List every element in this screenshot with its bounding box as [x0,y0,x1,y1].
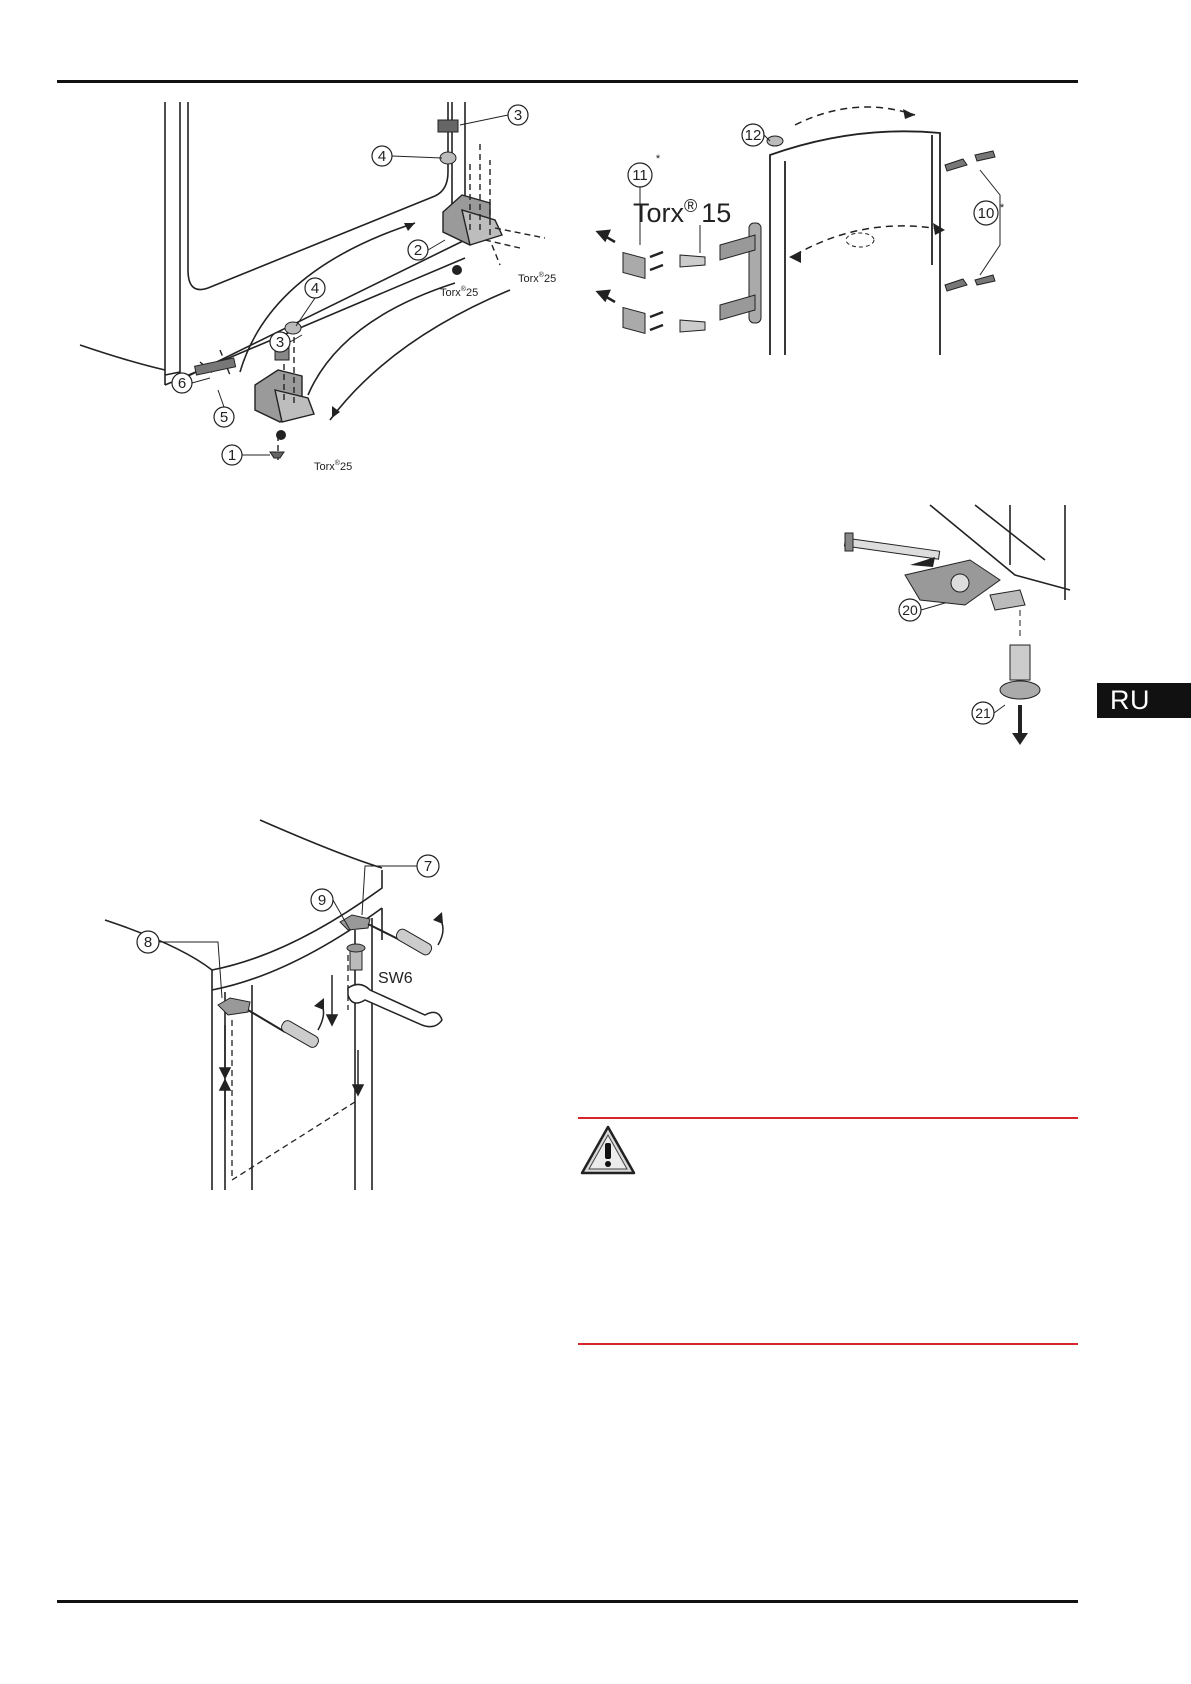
callout-12: 12 [745,127,762,144]
callout-7: 7 [424,858,432,875]
callout-4-upper: 4 [378,148,386,165]
callout-2: 2 [414,242,422,259]
callout-9: 9 [318,892,326,909]
callout-11: 11 [632,167,648,184]
torx-label-lower: Torx®25 [314,459,352,473]
figure-lock-bracket: 20 21 [843,504,1071,745]
warning-bottom-rule [578,1343,1078,1345]
callout-6: 6 [178,375,186,392]
callout-21: 21 [975,705,991,721]
callout-3-lower: 3 [276,334,284,351]
callout-5: 5 [220,409,228,426]
figure-hinge-reversal: 1 2 3 3 4 4 5 6 Torx®25 Torx®25 Torx®25 [79,102,556,473]
figure-handle-reversal: 11 12 10 * * Torx®15 [595,106,1005,355]
callout-20: 20 [902,602,918,618]
asterisk-10: * [1000,202,1005,214]
torx15-label: Torx®15 [633,196,731,228]
torx-label-upper-b: Torx®25 [518,271,556,285]
callout-3-upper: 3 [514,107,522,124]
top-rule [57,80,1078,83]
callout-4-lower: 4 [311,280,319,297]
callout-1: 1 [228,447,236,464]
bottom-rule [57,1600,1078,1603]
warning-top-rule [578,1117,1078,1119]
callout-10: 10 [978,205,995,222]
language-tab: RU [1097,683,1191,718]
callout-8: 8 [144,934,152,951]
torx-label-upper-a: Torx®25 [440,285,478,299]
asterisk-11: * [656,153,661,165]
sw6-label: SW6 [378,970,413,987]
warning-triangle-icon [580,1125,636,1175]
figure-cover-removal: 7 8 9 SW6 [104,819,444,1190]
